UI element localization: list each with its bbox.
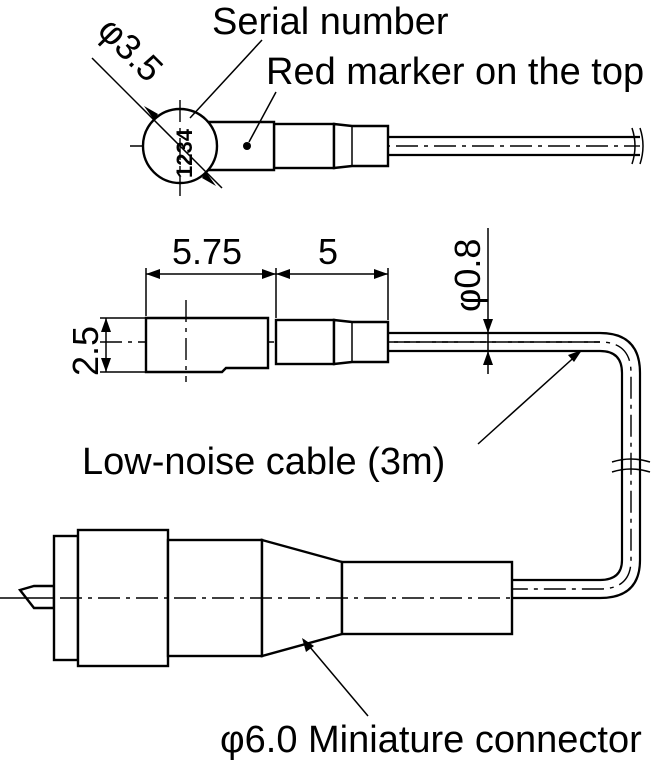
serial-number-label: Serial number	[212, 1, 449, 43]
cable-inner-path	[388, 349, 624, 582]
cable-leader-arrow	[568, 350, 582, 362]
top-cable-break	[631, 127, 644, 165]
connector: φ6.0 Miniature connector	[0, 528, 642, 761]
head-diameter-arrow-2	[202, 172, 216, 186]
serial-number-leader	[189, 39, 263, 119]
cable-break-mark	[611, 458, 651, 473]
dim-08-label: φ0.8	[447, 239, 488, 312]
dim-5-arrow-left	[276, 269, 290, 279]
dim-5-label: 5	[318, 231, 338, 272]
cable-center-path	[388, 341, 632, 590]
connector-leader-arrow	[302, 638, 314, 652]
side-ferrule-taper	[332, 318, 390, 366]
connector-pin	[17, 584, 56, 610]
cable-leader	[477, 351, 581, 445]
side-head-block	[144, 316, 270, 374]
red-marker-dot	[243, 142, 251, 150]
dim-25-arrow-top	[101, 318, 111, 332]
side-view: 5.75 5 2.5 φ0.8 Low-noise cable (3m)	[65, 228, 651, 600]
cable-outer-path	[388, 331, 642, 600]
connector-label: φ6.0 Miniature connector	[220, 719, 642, 761]
dim-575-arrow-left	[146, 269, 160, 279]
red-marker-leader	[248, 91, 277, 143]
dim-575-arrow-right	[262, 269, 276, 279]
top-view: 1234 φ3.5 Serial number Red marker on th…	[90, 1, 644, 196]
dim-575-label: 5.75	[172, 231, 242, 272]
cable-label: Low-noise cable (3m)	[82, 441, 445, 483]
dim-08-arrow-top	[483, 319, 493, 333]
dim-5-arrow-right	[374, 269, 388, 279]
head-diameter-label: φ3.5	[90, 9, 171, 90]
serial-number-text: 1234	[172, 128, 197, 178]
head-diameter-dim-line	[91, 57, 223, 189]
head-diameter-arrow-1	[144, 106, 158, 120]
red-marker-label: Red marker on the top	[266, 51, 644, 93]
dim-25-label: 2.5	[65, 326, 106, 376]
top-head-tab	[208, 120, 276, 172]
side-ferrule	[274, 318, 336, 366]
dim-25-arrow-bottom	[101, 358, 111, 372]
top-ferrule-taper	[332, 122, 390, 170]
dim-08-arrow-bottom	[483, 351, 493, 365]
top-ferrule	[272, 122, 336, 170]
connector-leader	[303, 639, 369, 717]
